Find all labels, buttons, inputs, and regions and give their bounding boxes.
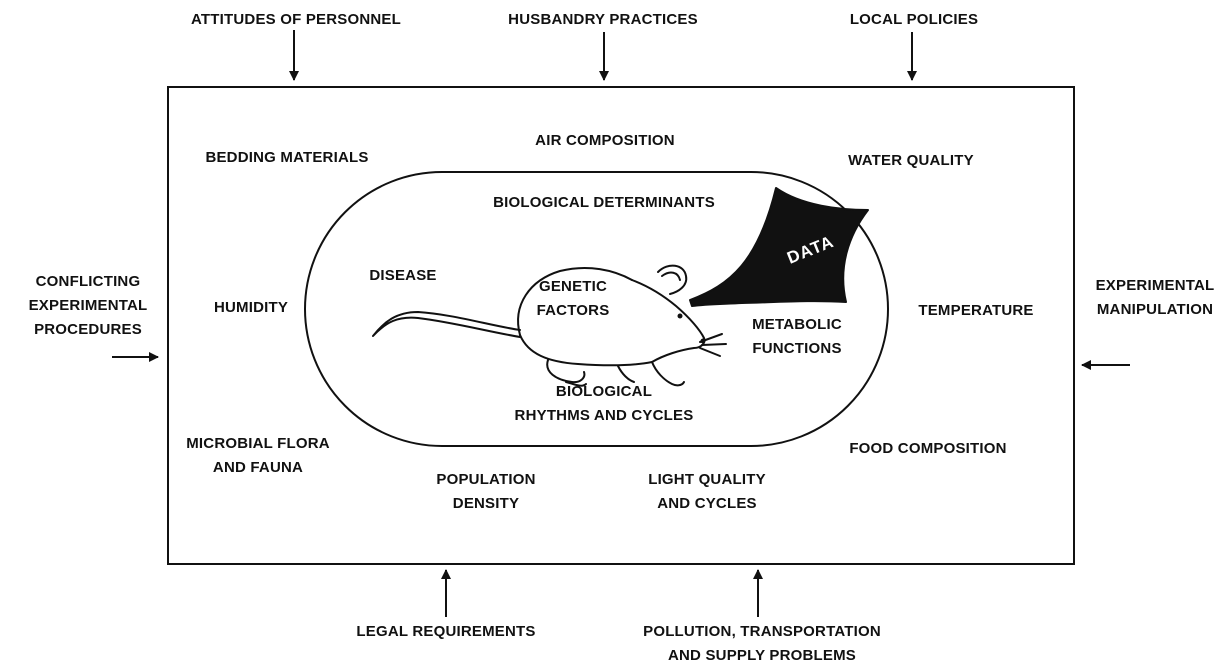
temperature-label: TEMPERATURE [918,302,1034,319]
conflicting-procedures-label: CONFLICTING EXPERIMENTAL PROCEDURES [28,273,148,338]
experimental-manipulation-label: EXPERIMENTAL MANIPULATION [1095,277,1215,318]
biological-capsule [304,171,889,447]
genetic-factors-label: GENETIC FACTORS [536,278,610,319]
biological-determinants-label: BIOLOGICAL DETERMINANTS [493,194,715,211]
husbandry-practices-label: HUSBANDRY PRACTICES [508,11,698,28]
data-horn-icon [689,187,869,307]
local-policies-label: LOCAL POLICIES [849,11,979,28]
metabolic-functions-label: METABOLIC FUNCTIONS [752,316,842,357]
mouse-eye [677,313,683,319]
microbial-flora-label: MICROBIAL FLORA AND FAUNA [186,435,330,476]
disease-label: DISEASE [369,267,437,284]
legal-requirements-label: LEGAL REQUIREMENTS [356,623,536,640]
pollution-label: POLLUTION, TRANSPORTATION AND SUPPLY PRO… [643,623,881,664]
bedding-materials-label: BEDDING MATERIALS [205,149,369,166]
light-quality-label: LIGHT QUALITY AND CYCLES [648,471,766,512]
biological-rhythms-label: BIOLOGICAL RHYTHMS AND CYCLES [514,383,694,424]
food-composition-label: FOOD COMPOSITION [849,440,1007,457]
humidity-label: HUMIDITY [213,299,289,316]
attitudes-of-personnel-label: ATTITUDES OF PERSONNEL [191,11,401,28]
water-quality-label: WATER QUALITY [848,152,974,169]
mouse-icon [372,264,727,387]
population-density-label: POPULATION DENSITY [436,471,536,512]
mouse-nose [700,338,706,344]
environment-box [167,86,1075,565]
air-composition-label: AIR COMPOSITION [535,132,675,149]
